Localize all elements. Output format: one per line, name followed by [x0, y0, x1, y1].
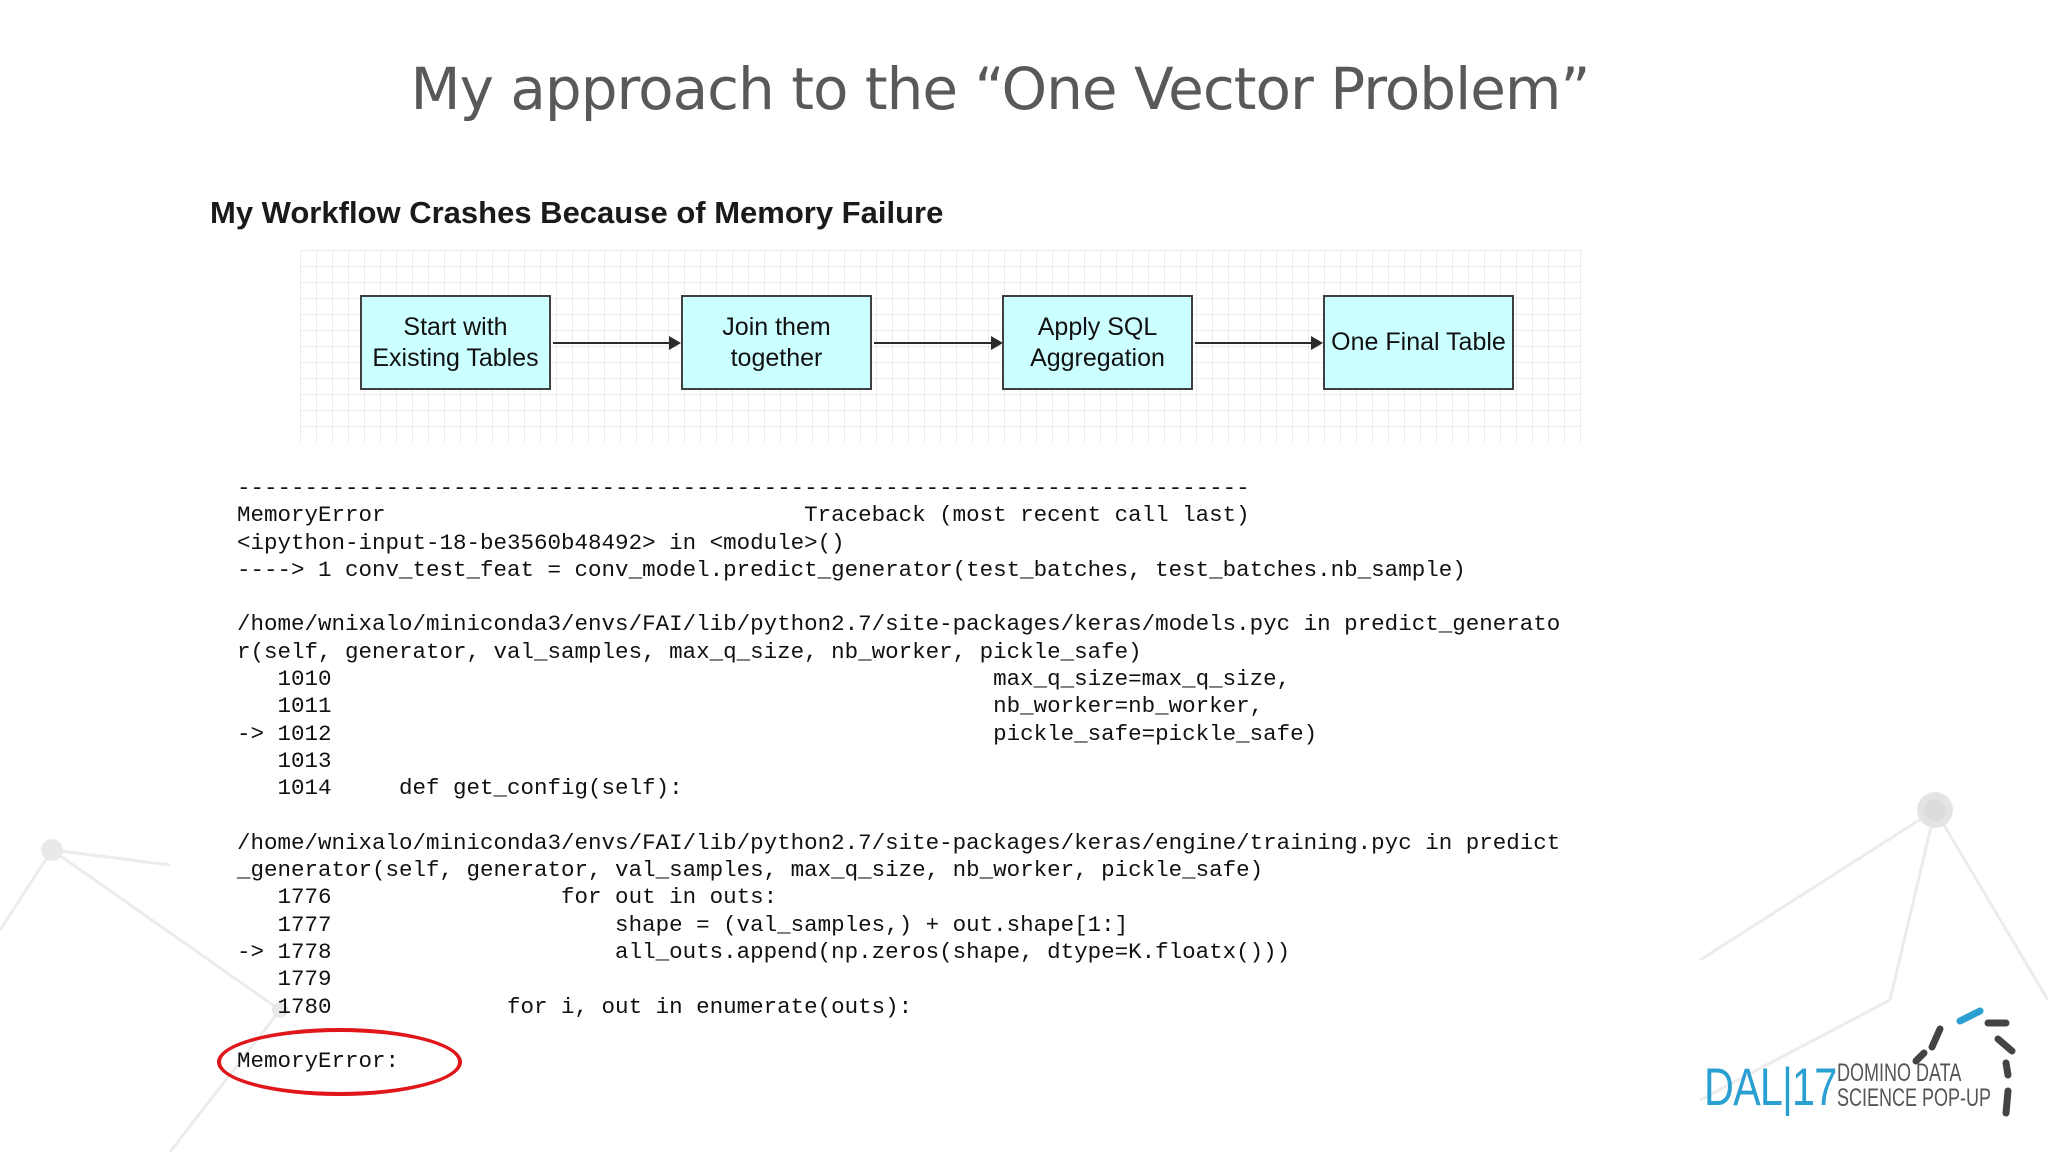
dal17-logo-subtitle-line2: SCIENCE POP-UP — [1837, 1084, 1992, 1112]
traceback-output: ----------------------------------------… — [237, 475, 1560, 1076]
flow-step-join-them-together: Join them together — [681, 295, 872, 390]
workflow-diagram: Start with Existing Tables Join them tog… — [300, 250, 1582, 442]
flow-arrow-3 — [1195, 336, 1323, 350]
traceback-line: ----------------------------------------… — [237, 475, 1250, 501]
traceback-line: 1777 shape = (val_samples,) + out.shape[… — [237, 911, 1129, 938]
dal17-logo: DAL|17 DOMINO DATA SCIENCE POP-UP — [1700, 1003, 2020, 1123]
traceback-line: MemoryError Traceback (most recent call … — [237, 502, 1250, 529]
dal17-logo-subtitle-line1: DOMINO DATA — [1837, 1059, 1962, 1087]
workflow-heading: My Workflow Crashes Because of Memory Fa… — [210, 195, 944, 230]
flow-step-one-final-table: One Final Table — [1323, 295, 1514, 390]
traceback-line: 1776 for out in outs: — [237, 884, 778, 911]
traceback-line: <ipython-input-18-be3560b48492> in <modu… — [237, 529, 845, 556]
flow-step-apply-sql-aggregation: Apply SQL Aggregation — [1002, 295, 1193, 390]
traceback-line: r(self, generator, val_samples, max_q_si… — [237, 638, 1142, 665]
flow-arrow-1 — [553, 336, 681, 350]
traceback-line: 1013 — [237, 747, 332, 774]
flow-arrow-2 — [874, 336, 1003, 350]
traceback-line: /home/wnixalo/miniconda3/envs/FAI/lib/py… — [237, 829, 1561, 856]
slide-title: My approach to the “One Vector Problem” — [410, 55, 1591, 123]
memory-error-highlight-circle — [217, 1028, 462, 1096]
traceback-line: 1011 nb_worker=nb_worker, — [237, 693, 1264, 720]
traceback-line: 1010 max_q_size=max_q_size, — [237, 666, 1291, 693]
traceback-line: _generator(self, generator, val_samples,… — [237, 857, 1264, 884]
traceback-line: -> 1012 pickle_safe=pickle_safe) — [237, 720, 1318, 747]
dal17-logo-text: DAL|17 — [1704, 1058, 1837, 1117]
traceback-line: 1014 def get_config(self): — [237, 775, 683, 802]
dal17-logo-subtitle: DOMINO DATA SCIENCE POP-UP — [1837, 1061, 1991, 1111]
traceback-line: 1779 — [237, 966, 332, 993]
traceback-line: ----> 1 conv_test_feat = conv_model.pred… — [237, 556, 1466, 583]
traceback-line: -> 1778 all_outs.append(np.zeros(shape, … — [237, 939, 1291, 966]
flow-step-start-with-existing-tables: Start with Existing Tables — [360, 295, 551, 390]
traceback-line: /home/wnixalo/miniconda3/envs/FAI/lib/py… — [237, 611, 1561, 638]
traceback-line: 1780 for i, out in enumerate(outs): — [237, 993, 913, 1020]
domino-burst-icon — [1912, 1007, 2016, 1117]
